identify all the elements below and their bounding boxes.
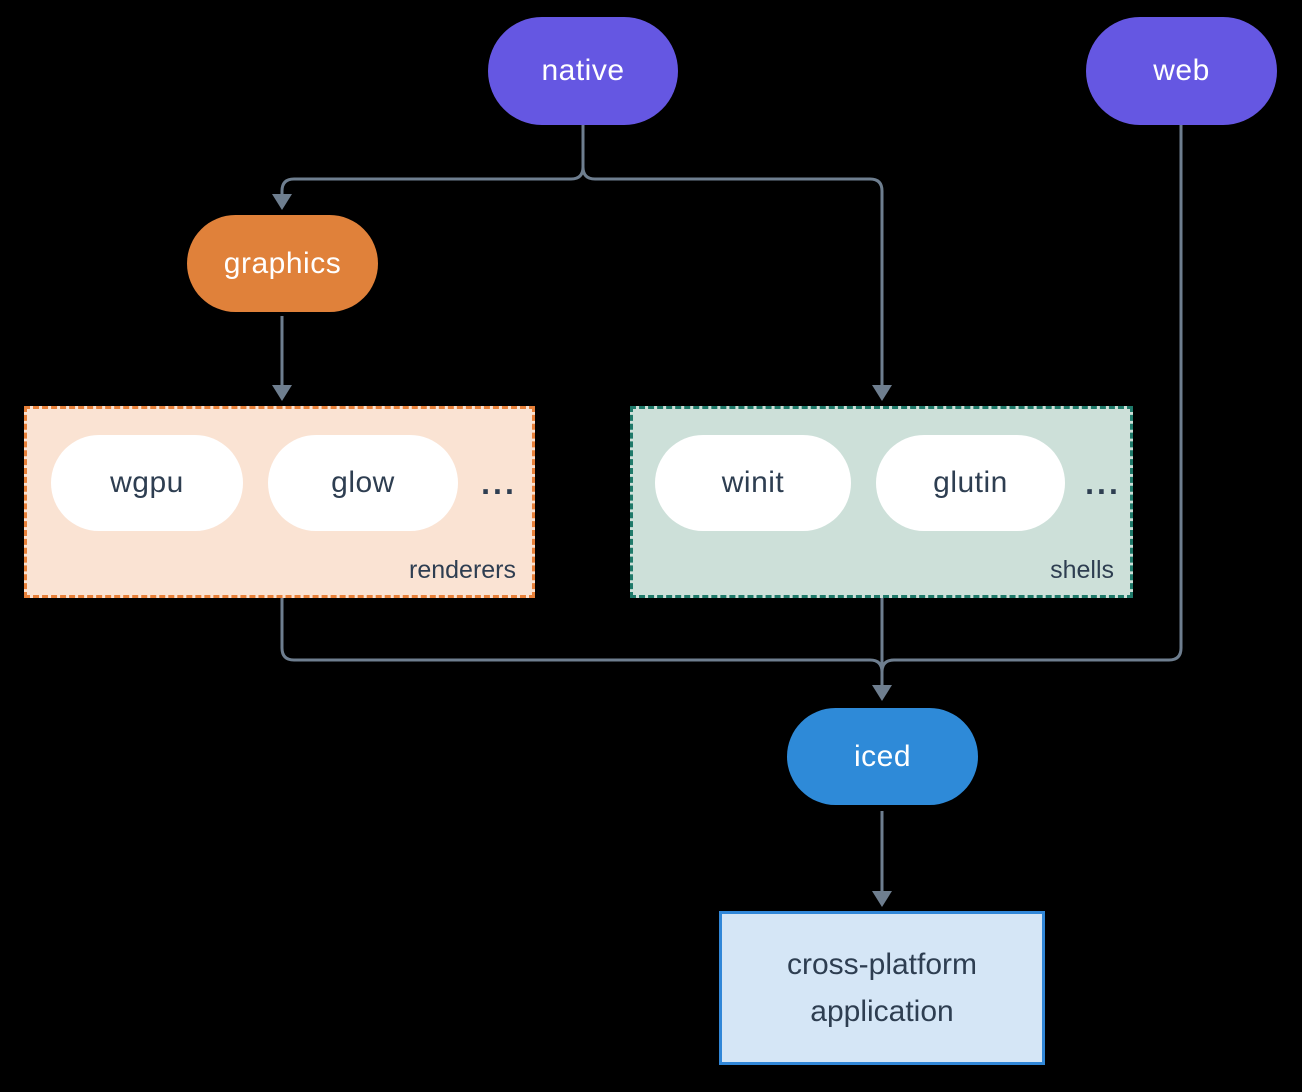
edge-native-shells [581, 125, 884, 387]
renderers-ellipsis: ... [481, 464, 517, 501]
group-shells-label: shells [1050, 556, 1114, 584]
arrowhead-graphics [272, 194, 292, 210]
app-box: cross-platform application [719, 911, 1045, 1065]
node-winit-pill: winit [655, 435, 851, 531]
edge-native-graphics [280, 125, 585, 196]
edge-renderers-iced [280, 598, 884, 673]
arrowhead-iced [872, 685, 892, 701]
app-label-line2: application [810, 995, 954, 1028]
node-wgpu-pill: wgpu [51, 435, 243, 531]
node-graphics-pill: graphics [187, 215, 378, 312]
app-label-line1: cross-platform [786, 948, 978, 981]
node-glow-pill: glow [268, 435, 458, 531]
node-glutin-pill: glutin [876, 435, 1065, 531]
group-shells: winit glutin ... shells [630, 406, 1133, 598]
shells-ellipsis: ... [1085, 464, 1121, 501]
group-renderers: wgpu glow ... renderers [24, 406, 535, 598]
group-renderers-label: renderers [409, 556, 516, 584]
arrowhead-shells [872, 385, 892, 401]
arrowhead-app [872, 891, 892, 907]
node-iced-pill: iced [787, 708, 978, 805]
node-web-pill: web [1086, 17, 1277, 125]
node-native-pill: native [488, 17, 678, 125]
arrowhead-renderers [272, 385, 292, 401]
